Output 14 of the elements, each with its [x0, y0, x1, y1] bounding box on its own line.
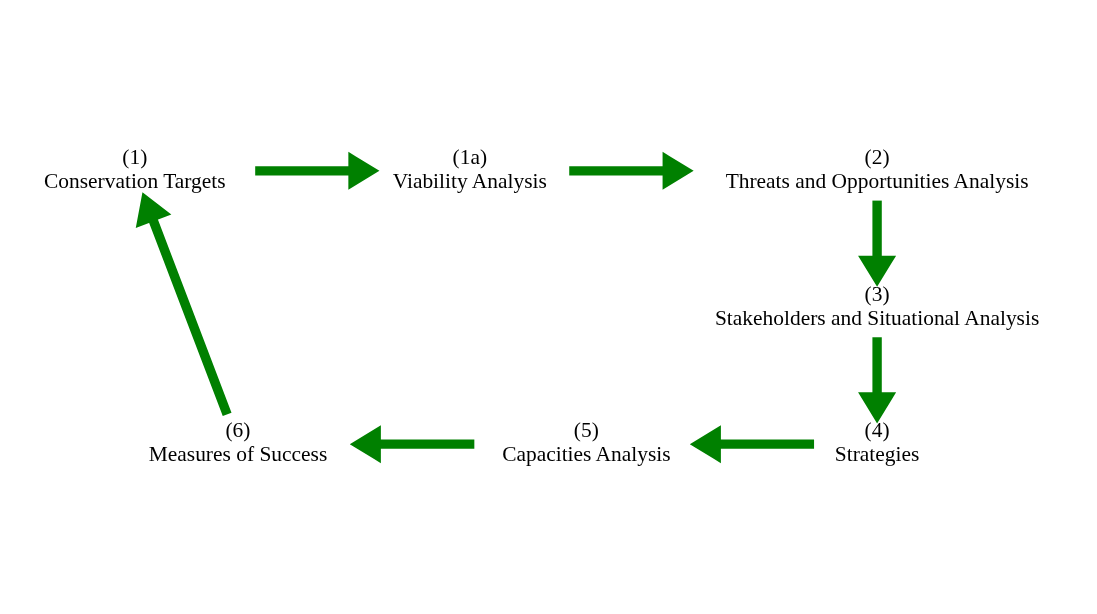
arrow — [689, 424, 815, 463]
arrow — [255, 151, 380, 190]
arrow — [349, 424, 475, 463]
arrow — [135, 191, 232, 416]
arrow — [569, 151, 694, 190]
node-text: (5) Capacities Analysis — [502, 417, 671, 466]
arrow — [858, 336, 897, 423]
node-text: (3) Stakeholders and Situational Analysis — [714, 281, 1040, 330]
node-text: (6) Measures of Success — [148, 417, 328, 466]
node-text: (2) Threats and Opportunities Analysis — [725, 144, 1029, 193]
node-text: (1a) Viability Analysis — [392, 144, 547, 193]
node-text: (1) Conservation Targets — [44, 144, 226, 193]
arrow — [858, 200, 897, 287]
node-text: (4) Strategies — [834, 417, 920, 466]
